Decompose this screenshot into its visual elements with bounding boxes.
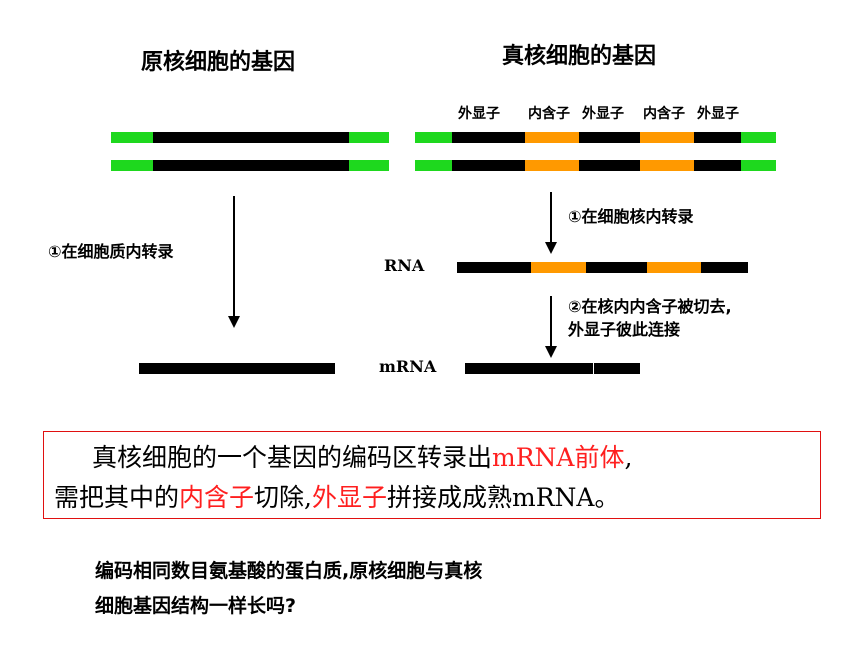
exon-label-3: 外显子 xyxy=(697,106,739,122)
exon-segment xyxy=(579,160,640,171)
arrow-head-icon xyxy=(545,242,557,254)
exon-segment xyxy=(701,262,748,273)
noncoding-region xyxy=(415,132,452,143)
eukaryote-splicing-arrow xyxy=(550,296,552,346)
intron-segment xyxy=(640,160,694,171)
summary-text: 拼接成成熟mRNA。 xyxy=(387,483,620,512)
exon-segment xyxy=(465,363,593,374)
noncoding-region xyxy=(349,160,389,171)
noncoding-region xyxy=(111,160,153,171)
noncoding-region xyxy=(349,132,389,143)
summary-text: , xyxy=(624,443,633,472)
intron-segment xyxy=(640,132,694,143)
eukaryote-title: 真核细胞的基因 xyxy=(502,44,657,69)
summary-highlight: mRNA前体 xyxy=(492,443,625,472)
exon-segment xyxy=(586,262,647,273)
eukaryote-step2-line1: ②在核内内含子被切去, xyxy=(568,297,732,316)
summary-box: 真核细胞的一个基因的编码区转录出mRNA前体, 需把其中的内含子切除,外显子拼接… xyxy=(43,431,821,519)
summary-text: 切除, xyxy=(254,483,312,512)
exon-segment xyxy=(694,160,741,171)
coding-region xyxy=(153,160,349,171)
intron-segment xyxy=(531,262,586,273)
exon-segment xyxy=(457,262,531,273)
eukaryote-transcription-arrow xyxy=(550,192,552,242)
noncoding-region xyxy=(111,132,153,143)
rna-label: RNA xyxy=(384,256,425,275)
coding-region xyxy=(153,132,349,143)
exon-label-2: 外显子 xyxy=(582,106,624,122)
eukaryote-step1: ①在细胞核内转录 xyxy=(568,207,694,226)
prokaryote-transcription-arrow xyxy=(233,196,235,316)
eukaryote-step2-line2: 外显子彼此连接 xyxy=(568,320,681,339)
question-line1: 编码相同数目氨基酸的蛋白质,原核细胞与真核 xyxy=(95,560,483,582)
mrna-label: mRNA xyxy=(379,357,437,376)
intron-segment xyxy=(525,160,579,171)
prokaryote-step1: ①在细胞质内转录 xyxy=(48,242,174,261)
intron-label-1: 内含子 xyxy=(528,106,570,122)
summary-highlight: 外显子 xyxy=(311,483,387,512)
summary-highlight: 内含子 xyxy=(179,483,255,512)
question-line2: 细胞基因结构一样长吗? xyxy=(95,595,297,617)
exon-label-1: 外显子 xyxy=(458,106,500,122)
intron-label-2: 内含子 xyxy=(643,106,685,122)
exon-segment xyxy=(452,132,525,143)
summary-line2: 需把其中的内含子切除,外显子拼接成成熟mRNA。 xyxy=(54,478,619,514)
prokaryote-title: 原核细胞的基因 xyxy=(141,50,296,75)
noncoding-region xyxy=(415,160,452,171)
intron-segment xyxy=(647,262,701,273)
summary-line1: 真核细胞的一个基因的编码区转录出mRNA前体, xyxy=(92,438,632,474)
intron-segment xyxy=(525,132,579,143)
exon-segment xyxy=(452,160,525,171)
summary-text: 真核细胞的一个基因的编码区转录出 xyxy=(92,443,493,472)
exon-segment xyxy=(694,132,741,143)
arrow-head-icon xyxy=(228,316,240,328)
summary-text: 需把其中的 xyxy=(54,483,180,512)
exon-segment xyxy=(579,132,640,143)
arrow-head-icon xyxy=(545,346,557,358)
prokaryote-mrna xyxy=(139,363,335,374)
noncoding-region xyxy=(741,132,776,143)
exon-segment xyxy=(594,363,640,374)
noncoding-region xyxy=(741,160,776,171)
